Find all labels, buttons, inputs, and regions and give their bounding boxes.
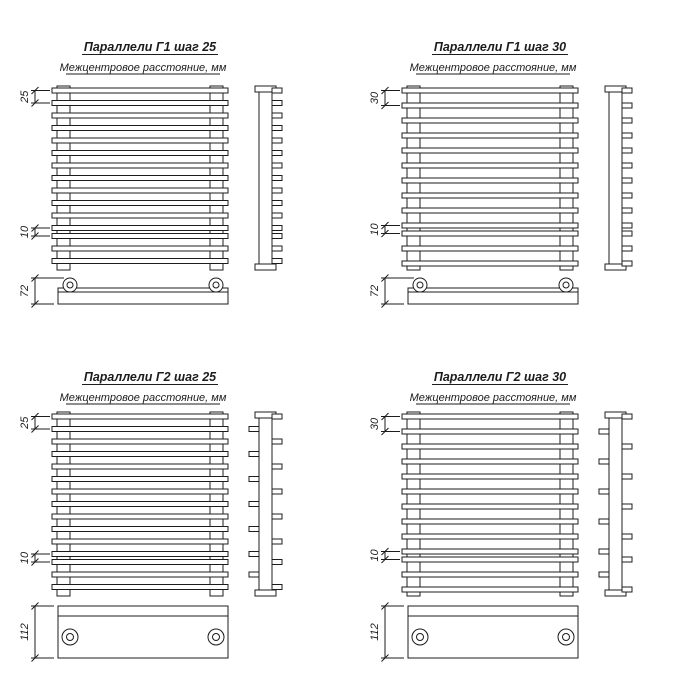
front-view	[51, 411, 229, 597]
dimension-base-label: 72	[369, 285, 381, 297]
dimension-step-label: 25	[19, 90, 31, 104]
side-view	[254, 85, 283, 271]
side-view	[604, 85, 633, 271]
front-view	[401, 411, 579, 597]
dimension-step-label: 25	[19, 416, 31, 430]
diagram-title: Параллели Г1 шаг 25	[84, 40, 217, 54]
diagram-header: Параллели Г1 шаг 25 Межцентровое расстоян…	[60, 40, 227, 75]
dimension-step: 30	[369, 412, 400, 436]
dimension-gap: 10	[19, 224, 50, 240]
dimension-gap: 10	[369, 547, 400, 564]
dimension-step: 25	[19, 86, 50, 107]
base-unit: 112	[369, 602, 579, 662]
dimension-base-label: 72	[19, 285, 31, 297]
side-view	[248, 411, 283, 597]
diagram-parallels-g1-step30: Параллели Г1 шаг 30 Межцентровое расстоян…	[369, 40, 633, 308]
diagram-title: Параллели Г2 шаг 25	[84, 370, 217, 384]
dimension-step: 25	[19, 412, 50, 433]
diagram-subtitle: Межцентровое расстояние, мм	[410, 392, 577, 404]
diagram-header: Параллели Г1 шаг 30 Межцентровое расстоян…	[410, 40, 577, 75]
dimension-gap: 10	[369, 221, 400, 238]
diagram-parallels-g2-step25: Параллели Г2 шаг 25 Межцентровое расстоян…	[19, 370, 283, 662]
diagram-header: Параллели Г2 шаг 25 Межцентровое расстоян…	[60, 370, 227, 405]
diagram-subtitle: Межцентровое расстояние, мм	[60, 392, 227, 404]
dimension-step-label: 30	[369, 417, 381, 430]
diagram-header: Параллели Г2 шаг 30 Межцентровое расстоян…	[410, 370, 577, 405]
dimension-base-label: 112	[19, 623, 31, 641]
dimension-gap-label: 10	[19, 225, 31, 238]
diagram-title: Параллели Г1 шаг 30	[434, 40, 566, 54]
side-view	[598, 411, 633, 597]
dimension-base-label: 112	[369, 623, 381, 641]
dimension-gap-label: 10	[19, 551, 31, 564]
diagram-subtitle: Межцентровое расстояние, мм	[60, 62, 227, 74]
dimension-gap: 10	[19, 550, 50, 566]
dimension-step-label: 30	[369, 91, 381, 104]
base-unit: 112	[19, 602, 229, 662]
diagram-parallels-g1-step25: Параллели Г1 шаг 25 Межцентровое расстоян…	[19, 40, 283, 308]
diagram-parallels-g2-step30: Параллели Г2 шаг 30 Межцентровое расстоян…	[369, 370, 633, 662]
front-view	[401, 85, 579, 271]
base-unit: 72	[369, 274, 579, 308]
diagram-title: Параллели Г2 шаг 30	[434, 370, 566, 384]
diagram-subtitle: Межцентровое расстояние, мм	[410, 62, 577, 74]
front-view	[51, 85, 229, 271]
base-unit: 72	[19, 274, 229, 308]
dimension-gap-label: 10	[369, 223, 381, 236]
dimension-gap-label: 10	[369, 549, 381, 562]
dimension-step: 30	[369, 86, 400, 110]
